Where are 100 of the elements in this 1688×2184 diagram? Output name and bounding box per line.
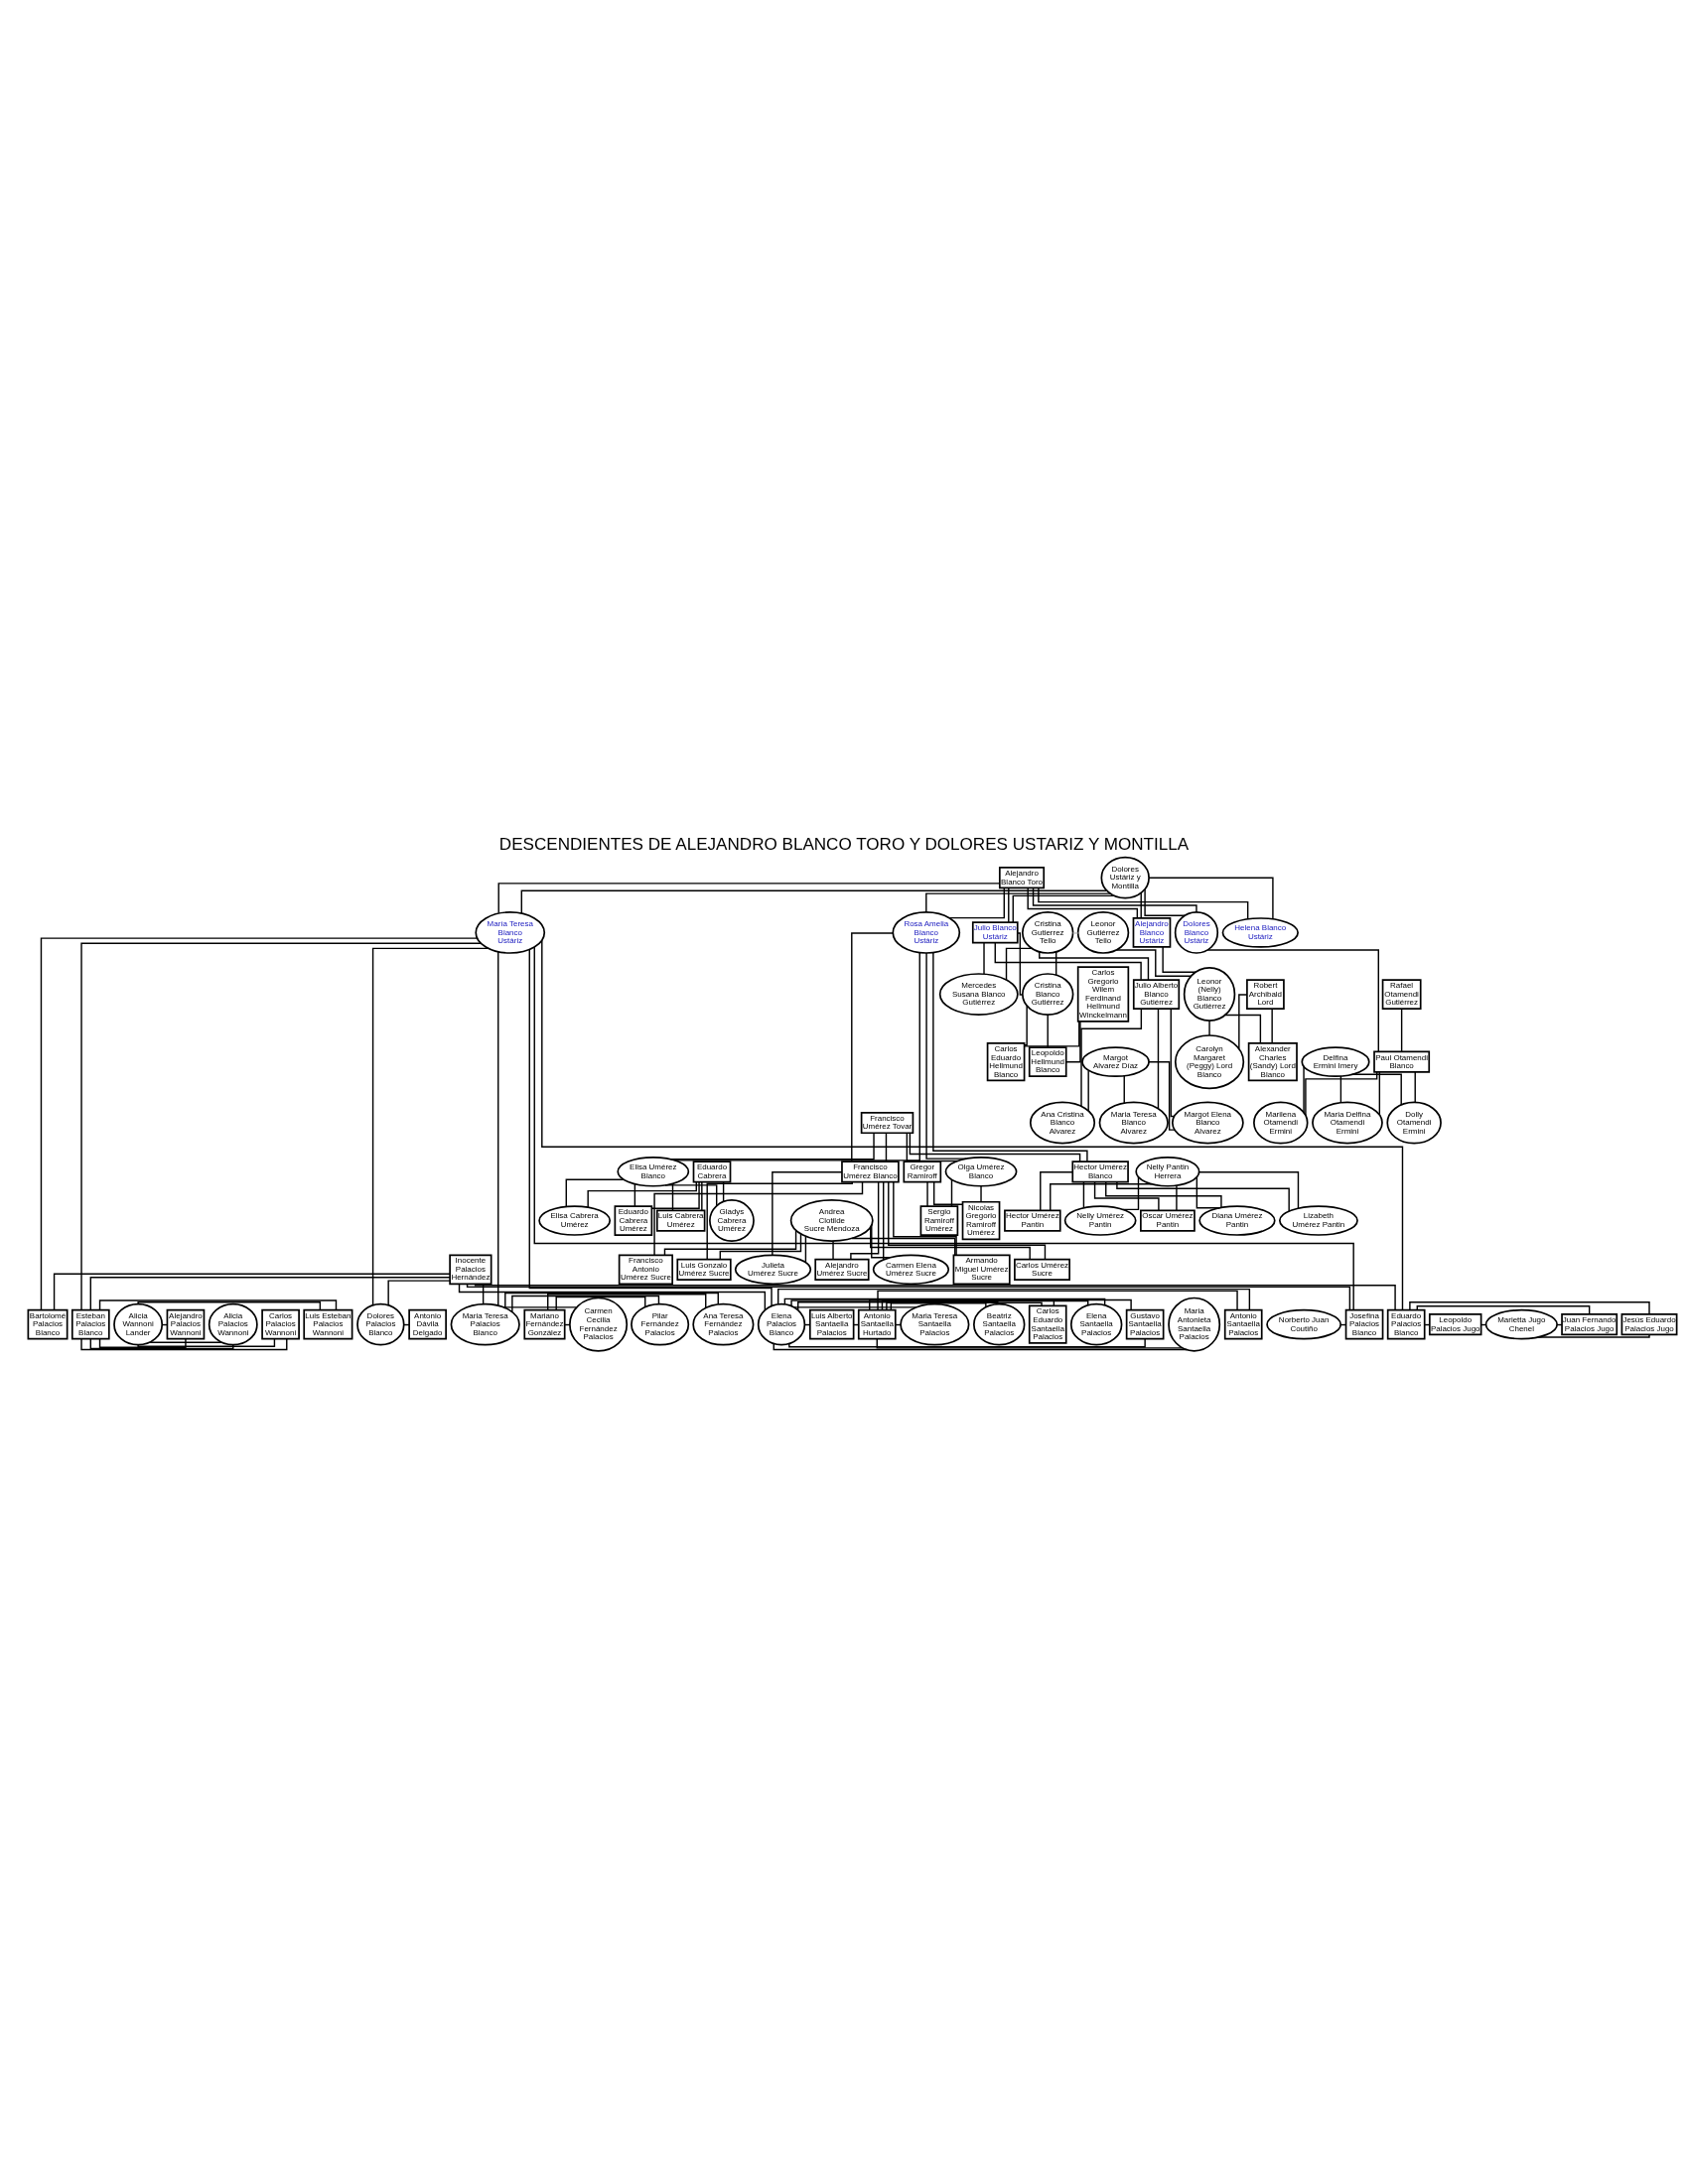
connector bbox=[1170, 1007, 1176, 1117]
connector bbox=[788, 1337, 1146, 1347]
connector bbox=[149, 1340, 222, 1343]
connector bbox=[777, 1288, 1251, 1310]
connector bbox=[994, 941, 1142, 981]
connector bbox=[1122, 1175, 1140, 1210]
connector bbox=[871, 1223, 891, 1258]
connector bbox=[909, 1132, 1081, 1162]
connector bbox=[1339, 1074, 1342, 1103]
connector bbox=[886, 1301, 1043, 1310]
connector bbox=[797, 1300, 999, 1310]
connector bbox=[1023, 1020, 1080, 1047]
connector bbox=[925, 891, 1111, 913]
connector bbox=[1305, 1070, 1378, 1116]
connector bbox=[1024, 1004, 1028, 1045]
connector bbox=[1116, 1180, 1290, 1212]
connector bbox=[587, 1180, 697, 1208]
connector bbox=[906, 1132, 959, 1161]
connector bbox=[1039, 950, 1150, 981]
connector bbox=[869, 1298, 1132, 1310]
connector bbox=[1040, 1170, 1073, 1211]
connector bbox=[1093, 1180, 1160, 1211]
connector bbox=[1005, 947, 1033, 981]
connector bbox=[932, 1180, 963, 1205]
connector bbox=[547, 1293, 707, 1310]
connector bbox=[53, 1273, 451, 1310]
connector bbox=[1224, 1014, 1262, 1043]
connector bbox=[926, 1180, 928, 1207]
connector bbox=[1065, 1020, 1081, 1062]
connector bbox=[850, 1180, 880, 1260]
connector bbox=[458, 1283, 767, 1310]
connector bbox=[137, 1337, 276, 1347]
connector bbox=[1208, 1020, 1210, 1036]
connector bbox=[783, 1297, 1106, 1305]
connector bbox=[137, 1300, 322, 1310]
connector bbox=[932, 951, 1088, 1162]
connector bbox=[980, 1184, 982, 1202]
connector bbox=[80, 1337, 288, 1350]
connector bbox=[1400, 1007, 1403, 1052]
connector bbox=[701, 1180, 703, 1211]
connector bbox=[497, 882, 1001, 914]
connector bbox=[1303, 1065, 1305, 1113]
connector bbox=[706, 1180, 853, 1260]
connector bbox=[98, 1337, 187, 1348]
connector bbox=[983, 941, 985, 975]
connector bbox=[1144, 887, 1186, 916]
connector bbox=[89, 1276, 451, 1310]
connector bbox=[555, 1296, 646, 1310]
connector bbox=[793, 1305, 917, 1308]
connector bbox=[511, 1295, 660, 1312]
connector bbox=[1082, 1180, 1085, 1208]
connector bbox=[1198, 1170, 1300, 1209]
connector bbox=[98, 1298, 338, 1310]
connector bbox=[1115, 948, 1193, 977]
connector bbox=[528, 948, 773, 1306]
connector bbox=[851, 1237, 956, 1256]
connector bbox=[1017, 931, 1024, 996]
connector bbox=[674, 951, 920, 1161]
connector bbox=[1176, 1184, 1178, 1211]
connector bbox=[371, 947, 490, 1305]
connector bbox=[893, 1180, 957, 1256]
connector bbox=[1409, 1300, 1650, 1314]
connector bbox=[89, 1337, 234, 1349]
connector bbox=[1148, 876, 1274, 919]
connector bbox=[502, 1305, 578, 1308]
connector bbox=[1162, 945, 1196, 973]
connector bbox=[1008, 887, 1010, 923]
connector bbox=[772, 1170, 843, 1256]
connector bbox=[1196, 1175, 1221, 1208]
connector bbox=[482, 1283, 485, 1304]
connector bbox=[719, 1232, 802, 1260]
connector bbox=[877, 1290, 1238, 1310]
connector bbox=[1027, 887, 1139, 918]
connector bbox=[497, 950, 499, 1306]
connector bbox=[881, 1299, 1089, 1310]
connector bbox=[650, 1180, 700, 1209]
connector bbox=[669, 1132, 875, 1160]
connector bbox=[876, 1337, 1184, 1349]
connector bbox=[1032, 887, 1197, 912]
connector bbox=[790, 1298, 1055, 1306]
connector bbox=[1055, 950, 1057, 976]
connector bbox=[948, 887, 1005, 918]
connector bbox=[870, 1225, 1031, 1260]
connector bbox=[1123, 1074, 1125, 1104]
connector bbox=[663, 1229, 797, 1256]
connector bbox=[387, 1279, 451, 1305]
connector bbox=[565, 1178, 625, 1207]
connector bbox=[504, 1292, 719, 1308]
connector bbox=[883, 1180, 885, 1261]
connector bbox=[804, 1235, 807, 1263]
connector bbox=[1537, 1333, 1650, 1338]
connector bbox=[1012, 894, 1115, 923]
connector bbox=[885, 1132, 888, 1162]
connector bbox=[1414, 1070, 1416, 1103]
connector bbox=[1038, 887, 1249, 919]
connector bbox=[1378, 1070, 1381, 1116]
connector bbox=[1238, 993, 1248, 1049]
connector bbox=[1047, 1013, 1049, 1048]
connector bbox=[950, 1178, 953, 1207]
connector bbox=[664, 1183, 718, 1206]
